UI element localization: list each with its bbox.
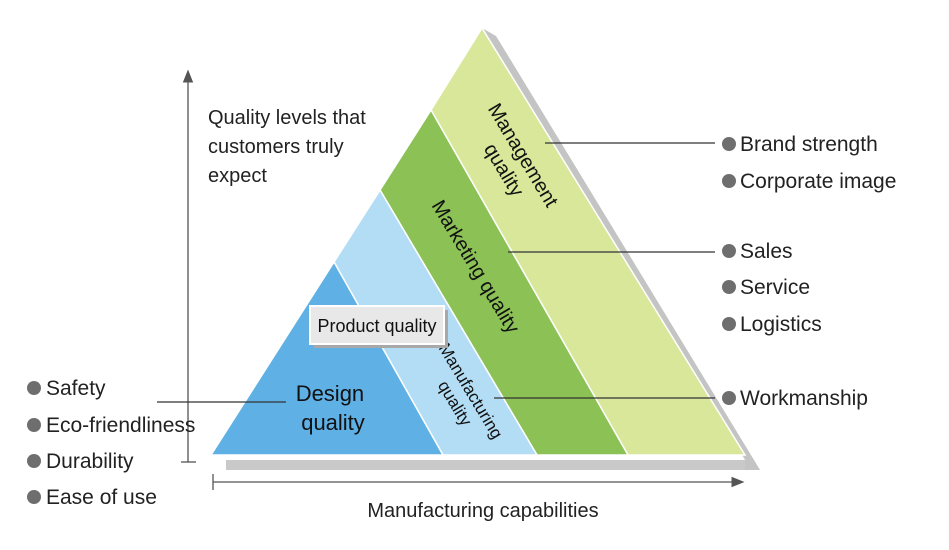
design-quality-band (209, 260, 445, 456)
right-item-sales: Sales (740, 240, 793, 263)
bullet-icon (27, 418, 41, 432)
design-quality-label: Design quality (296, 381, 371, 435)
right-item-corporate-image: Corporate image (740, 170, 896, 193)
bullet-icon (27, 490, 41, 504)
y-axis-label-line-2: customers truly (208, 136, 344, 158)
y-axis-label-line-3: expect (208, 165, 267, 187)
design-quality-label-line-2: quality (301, 410, 365, 435)
bullet-icon (722, 280, 736, 294)
right-item-brand-strength: Brand strength (740, 133, 878, 156)
bullet-icon (722, 391, 736, 405)
bullet-icon (27, 381, 41, 395)
bullet-icon (722, 137, 736, 151)
product-quality-label: Product quality (317, 316, 436, 336)
product-quality-box (309, 305, 445, 345)
left-item-durability: Durability (46, 450, 134, 473)
bullet-icon (722, 174, 736, 188)
left-item-eco-friendliness: Eco-friendliness (46, 414, 195, 437)
left-item-ease-of-use: Ease of use (46, 486, 157, 509)
y-axis-label: Quality levels that customers truly expe… (208, 107, 371, 187)
design-quality-label-line-1: Design (296, 381, 364, 406)
bullet-icon (722, 244, 736, 258)
left-item-safety: Safety (46, 377, 106, 400)
pyramid-shadow-side (482, 28, 760, 470)
right-item-workmanship: Workmanship (740, 387, 868, 410)
right-item-service: Service (740, 276, 810, 299)
right-item-logistics: Logistics (740, 313, 822, 336)
bullet-icon (27, 454, 41, 468)
y-axis-label-line-1: Quality levels that (208, 107, 366, 129)
x-axis-label: Manufacturing capabilities (367, 500, 598, 522)
bullet-icon (722, 317, 736, 331)
